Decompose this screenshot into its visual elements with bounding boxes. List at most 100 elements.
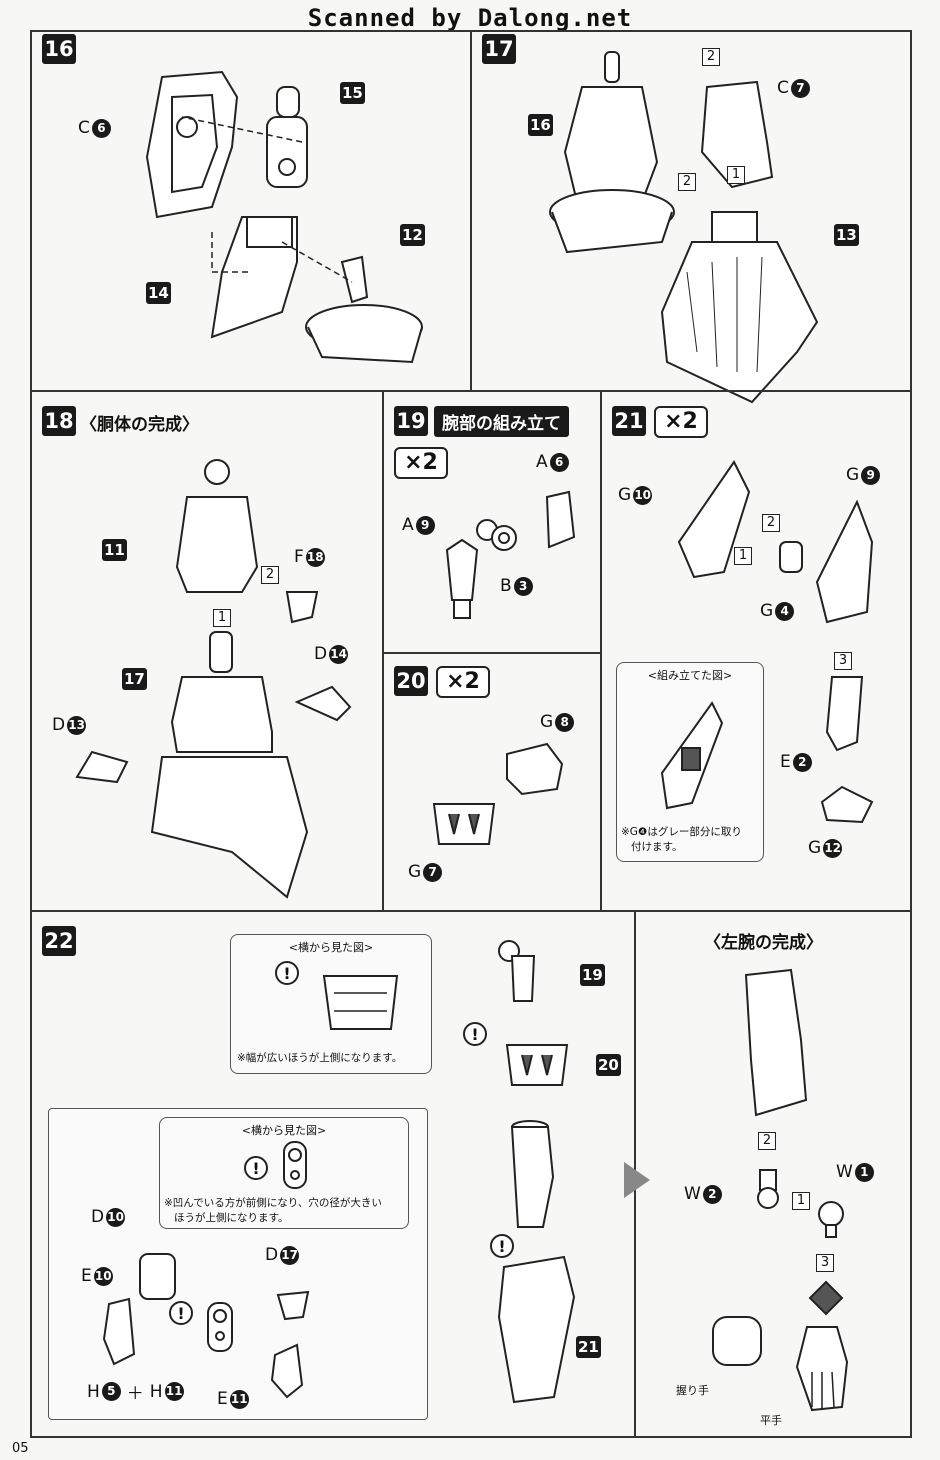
label-20: 20 [596,1054,621,1076]
flat-hand-part [795,1326,849,1412]
ball-joint-part-w1 [818,1201,844,1238]
bracket-part-g8 [506,742,564,796]
wrist-part-e2 [825,676,864,752]
flat-hand-label: 平手 [760,1414,782,1427]
hip-armor-part-d14 [294,685,352,722]
note-text-line1: ※G❹はグレー部分に取り [621,826,742,838]
step-order-2a: 2 [702,48,720,66]
cuff-part-g12 [820,785,874,824]
step-number: 22 [42,926,76,956]
step-order-2: 2 [758,1132,776,1150]
label-14: 14 [146,282,171,304]
band-side-view [322,975,399,1030]
caution-icon-arm: ! [490,1234,514,1258]
multiplier: ×2 [654,406,708,438]
caution-icon-band: ! [463,1022,487,1046]
small-part-g4 [779,541,803,573]
label-13: 13 [834,224,859,246]
arm-mid-assembly [510,1120,555,1228]
shoulder-part-d17 [276,1290,310,1321]
caution-icon-joint: ! [169,1301,193,1325]
joint-side-view [283,1141,307,1189]
step-order-3: 3 [834,652,852,670]
shield-piece-part-14 [210,216,298,339]
label-12: 12 [400,224,425,246]
note-text-line2: 付けます。 [631,841,683,853]
caution-icon: ! [244,1156,268,1180]
diamond-connector-icon [808,1280,844,1316]
band-assembly-20 [505,1044,569,1086]
section-title: 〈左腕の完成〉 [704,933,823,953]
multiplier: ×2 [436,666,490,698]
note-text-line2: ほうが上側になります。 [174,1212,289,1224]
shoulder-part-e11 [270,1343,304,1399]
step-order-3: 3 [816,1254,834,1272]
label-21: 21 [576,1336,601,1358]
step-order-2b: 2 [678,173,696,191]
hip-armor-part-d13 [75,750,129,784]
shoulder-part-d10 [139,1253,176,1300]
skirt-part-13 [660,211,819,404]
grip-hand-part [712,1316,762,1366]
wrist-joint-part-w2 [757,1169,779,1209]
joint-part-h5-h11 [207,1302,233,1352]
neck-piece-part-f18 [285,591,319,624]
flow-arrow-icon [624,1162,650,1198]
step-number: 18 [42,406,76,436]
step-title: 腕部の組み立て [434,406,569,437]
assembly-sub-frame: <横から見た図> ! ※凹んでいる方が前側になり、穴の径が大きい ほうが上側にな… [48,1108,428,1420]
completed-forearm [744,968,808,1117]
step-order-2: 2 [261,566,279,584]
step-order-2: 2 [762,514,780,532]
label-17: 17 [122,668,147,690]
step-order-1: 1 [792,1192,810,1210]
assembled-view-drawing [660,701,724,810]
step-number: 16 [42,34,76,64]
step-title: 〈胴体の完成〉 [80,415,199,435]
joint-part-15 [266,86,308,188]
elbow-part-a9 [445,538,479,619]
note-text-line1: ※凹んでいる方が前側になり、穴の径が大きい [164,1197,382,1209]
forearm-assembly-21 [497,1255,576,1404]
step-number: 20 [394,666,428,696]
grip-hand-label: 握り手 [676,1384,709,1397]
forearm-guard-part-g10 [677,460,751,579]
cap-part-a6 [545,490,576,549]
scan-credit: Scanned by Dalong.net [307,4,633,32]
note-title: <組み立てた図> [647,669,733,682]
shield-frame-part-c6 [145,70,239,219]
skirt-base-part-12 [305,255,423,364]
lower-body-part-17 [150,631,309,899]
page-number: 05 [12,1441,29,1456]
elbow-assembly-19 [498,940,536,1002]
caution-icon: ! [275,961,299,985]
step-22-panel: 22 <横から見た図> ! ※幅が広いほうが上側になります。 <横から見た図> … [30,910,636,1438]
assembly-arrows [181,116,353,283]
note-text: ※幅が広いほうが上側になります。 [237,1052,403,1064]
step-order-1: 1 [734,547,752,565]
joint-part-b3 [476,519,517,551]
step-number: 19 [394,406,428,436]
label-15: 15 [340,82,365,104]
